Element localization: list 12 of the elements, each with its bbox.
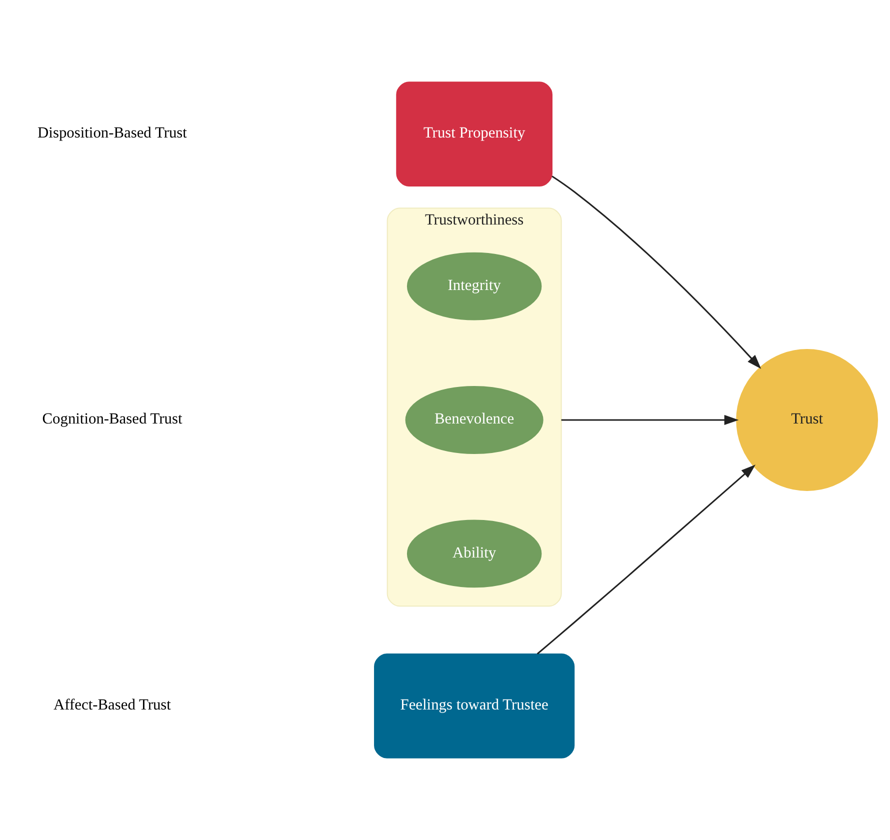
node-box: Trust Propensity xyxy=(396,82,552,187)
node-ellipse: Ability xyxy=(406,520,542,588)
label: Affect-Based Trust xyxy=(54,696,171,714)
node-ellipse: Integrity xyxy=(406,252,542,320)
arrow xyxy=(552,176,762,369)
label: Disposition-Based Trust xyxy=(38,124,187,142)
arrow xyxy=(536,464,756,654)
node-ellipse: Benevolence xyxy=(405,386,544,454)
node-circle: Trust xyxy=(736,349,878,491)
arrow xyxy=(561,414,739,426)
node-box: Feelings toward Trustee xyxy=(374,653,575,758)
label: Cognition-Based Trust xyxy=(42,410,182,428)
